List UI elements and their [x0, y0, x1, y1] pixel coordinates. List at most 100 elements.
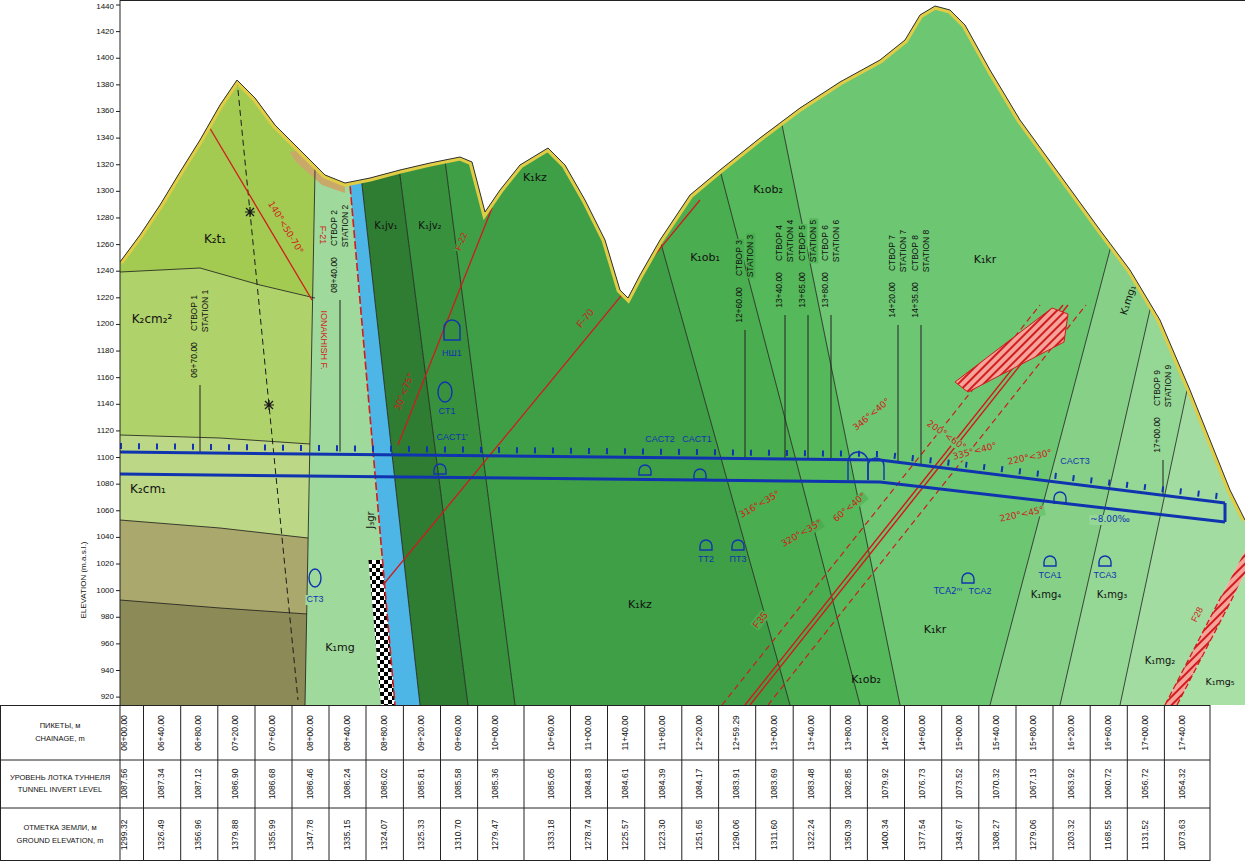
contact-line — [305, 0, 1245, 705]
axis-value: 1400 — [95, 54, 115, 63]
table-cell: 1085.81 — [417, 768, 426, 801]
axis-value: 1160 — [96, 373, 115, 382]
fault-line — [745, 305, 1068, 705]
station-name: STATION 5 — [809, 219, 818, 264]
table-cell: 1085.58 — [454, 768, 463, 801]
fault-line — [1165, 595, 1234, 705]
adit-symbol — [1099, 556, 1111, 566]
unit-label: K₁mg₅ — [1204, 677, 1235, 687]
structure-label: НШ1 — [441, 349, 463, 359]
table-cell: 07+60.00 — [269, 714, 278, 752]
table-grid — [0, 705, 1210, 861]
table-cell: 1290.06 — [732, 818, 741, 851]
table-cell: 06+00.00 — [120, 714, 129, 752]
table-header: TUNNEL INVERT LEVEL — [17, 786, 103, 794]
table-cell: 1356.96 — [195, 818, 204, 851]
unit-label: K₁kz — [627, 599, 653, 611]
table-header: GROUND ELEVATION, m — [16, 837, 105, 845]
axis-value: 1260 — [95, 240, 115, 249]
table-cell: 06+80.00 — [195, 714, 204, 752]
station-name: STATION 7 — [899, 229, 908, 274]
surface-layer — [120, 6, 1245, 520]
table-cell: 1086.24 — [343, 768, 352, 801]
axis-value: 1440 — [95, 3, 115, 12]
table-cell: 14+20.00 — [881, 714, 890, 752]
unit-label: K₁mg₄ — [1030, 589, 1063, 600]
table-cell: 1131.52 — [1141, 818, 1150, 850]
table-cell: 1067.13 — [1030, 768, 1039, 801]
dip-label: 30°<75° — [393, 371, 418, 413]
stratum — [1120, 0, 1245, 705]
axis-value: 1100 — [96, 453, 115, 462]
dip-label: 220°<45° — [998, 505, 1046, 524]
axis-value: 1340 — [95, 134, 115, 143]
table-cell: 08+00.00 — [306, 714, 315, 752]
table-cell: 1083.69 — [770, 768, 779, 801]
station-line — [200, 300, 1163, 495]
dip-label: 346°<40° — [851, 396, 893, 434]
fault-label: F-21 — [317, 225, 327, 246]
fault-label: F-22 — [454, 231, 471, 254]
axis-value: 1380 — [95, 80, 115, 89]
table-cell: 1060.72 — [1104, 768, 1113, 801]
axis-value: 1240 — [95, 267, 115, 276]
table-cell: 1324.07 — [380, 818, 389, 851]
tunnel-crown — [120, 452, 1225, 503]
table-cell: 1085.05 — [547, 768, 556, 801]
table-cell: 10+60.00 — [547, 714, 556, 752]
table-cell: 17+40.00 — [1178, 714, 1187, 752]
station-chainage: 13+80.00 — [821, 271, 830, 309]
station-chainage: 13+40.00 — [775, 271, 784, 309]
table-header: CHAINAGE, m — [34, 735, 86, 743]
station-name: СТВОР 1 — [190, 294, 199, 332]
table-cell: 1070.32 — [993, 768, 1002, 801]
shaft-symbol — [309, 569, 321, 587]
adit-symbol — [700, 540, 712, 550]
structure-label: CT3 — [305, 595, 324, 605]
table-cell: 13+00.00 — [770, 714, 779, 752]
table-cell: 1203.32 — [1067, 818, 1076, 851]
table-cell: 1308.27 — [993, 818, 1002, 851]
axis-value: 1360 — [95, 107, 115, 116]
dip-label: 60°<40° — [831, 491, 869, 525]
table-cell: 1054.32 — [1178, 768, 1187, 801]
stratum — [120, 0, 335, 616]
contact-line — [120, 268, 315, 614]
table-cell: 1168.55 — [1104, 818, 1113, 850]
table-cell: 14+60.00 — [918, 714, 927, 752]
adit-symbol — [1044, 556, 1056, 566]
table-cell: 15+80.00 — [1030, 714, 1039, 752]
table-cell: 09+60.00 — [454, 714, 463, 752]
structure-label: CACT2 — [644, 435, 676, 445]
table-cell: 06+40.00 — [157, 714, 166, 752]
asterisk-mark — [245, 207, 274, 410]
table-cell: 17+00.00 — [1141, 714, 1150, 752]
unit-label: K₁ob₂ — [850, 674, 882, 686]
unit-label: K₁ob₁ — [689, 252, 721, 264]
station-name: СТВОР 6 — [821, 224, 830, 262]
structure-label: TCA1 — [1037, 571, 1062, 581]
axis-value: 940 — [100, 666, 115, 675]
table-cell: 1079.92 — [881, 768, 890, 801]
table-cell: 1087.56 — [120, 768, 129, 801]
axis-value: 1420 — [95, 27, 115, 36]
fault-label: IONAKHISH F. — [318, 309, 328, 370]
station-name: STATION 1 — [201, 289, 210, 334]
table-cell: 1325.33 — [417, 818, 426, 851]
frame-line — [120, 0, 1245, 705]
table-cell: 1251.65 — [696, 818, 705, 851]
dashed-contact — [237, 80, 298, 700]
table-cell: 1322.24 — [807, 818, 816, 851]
axis-value: 1320 — [95, 160, 115, 169]
table-cell: 1084.39 — [659, 768, 668, 801]
unit-label: K₁kz — [522, 172, 548, 184]
table-header: ПИКЕТЫ, м — [39, 722, 82, 730]
shaft-symbol — [438, 382, 452, 402]
table-cell: 1311.60 — [770, 818, 779, 850]
table-cell: 1343.67 — [956, 818, 965, 851]
dip-label: 200°<60° — [924, 418, 968, 453]
table-cell: 1076.73 — [918, 768, 927, 801]
station-name: STATION 9 — [1164, 364, 1173, 409]
structure-label: ПТ3 — [729, 555, 748, 565]
